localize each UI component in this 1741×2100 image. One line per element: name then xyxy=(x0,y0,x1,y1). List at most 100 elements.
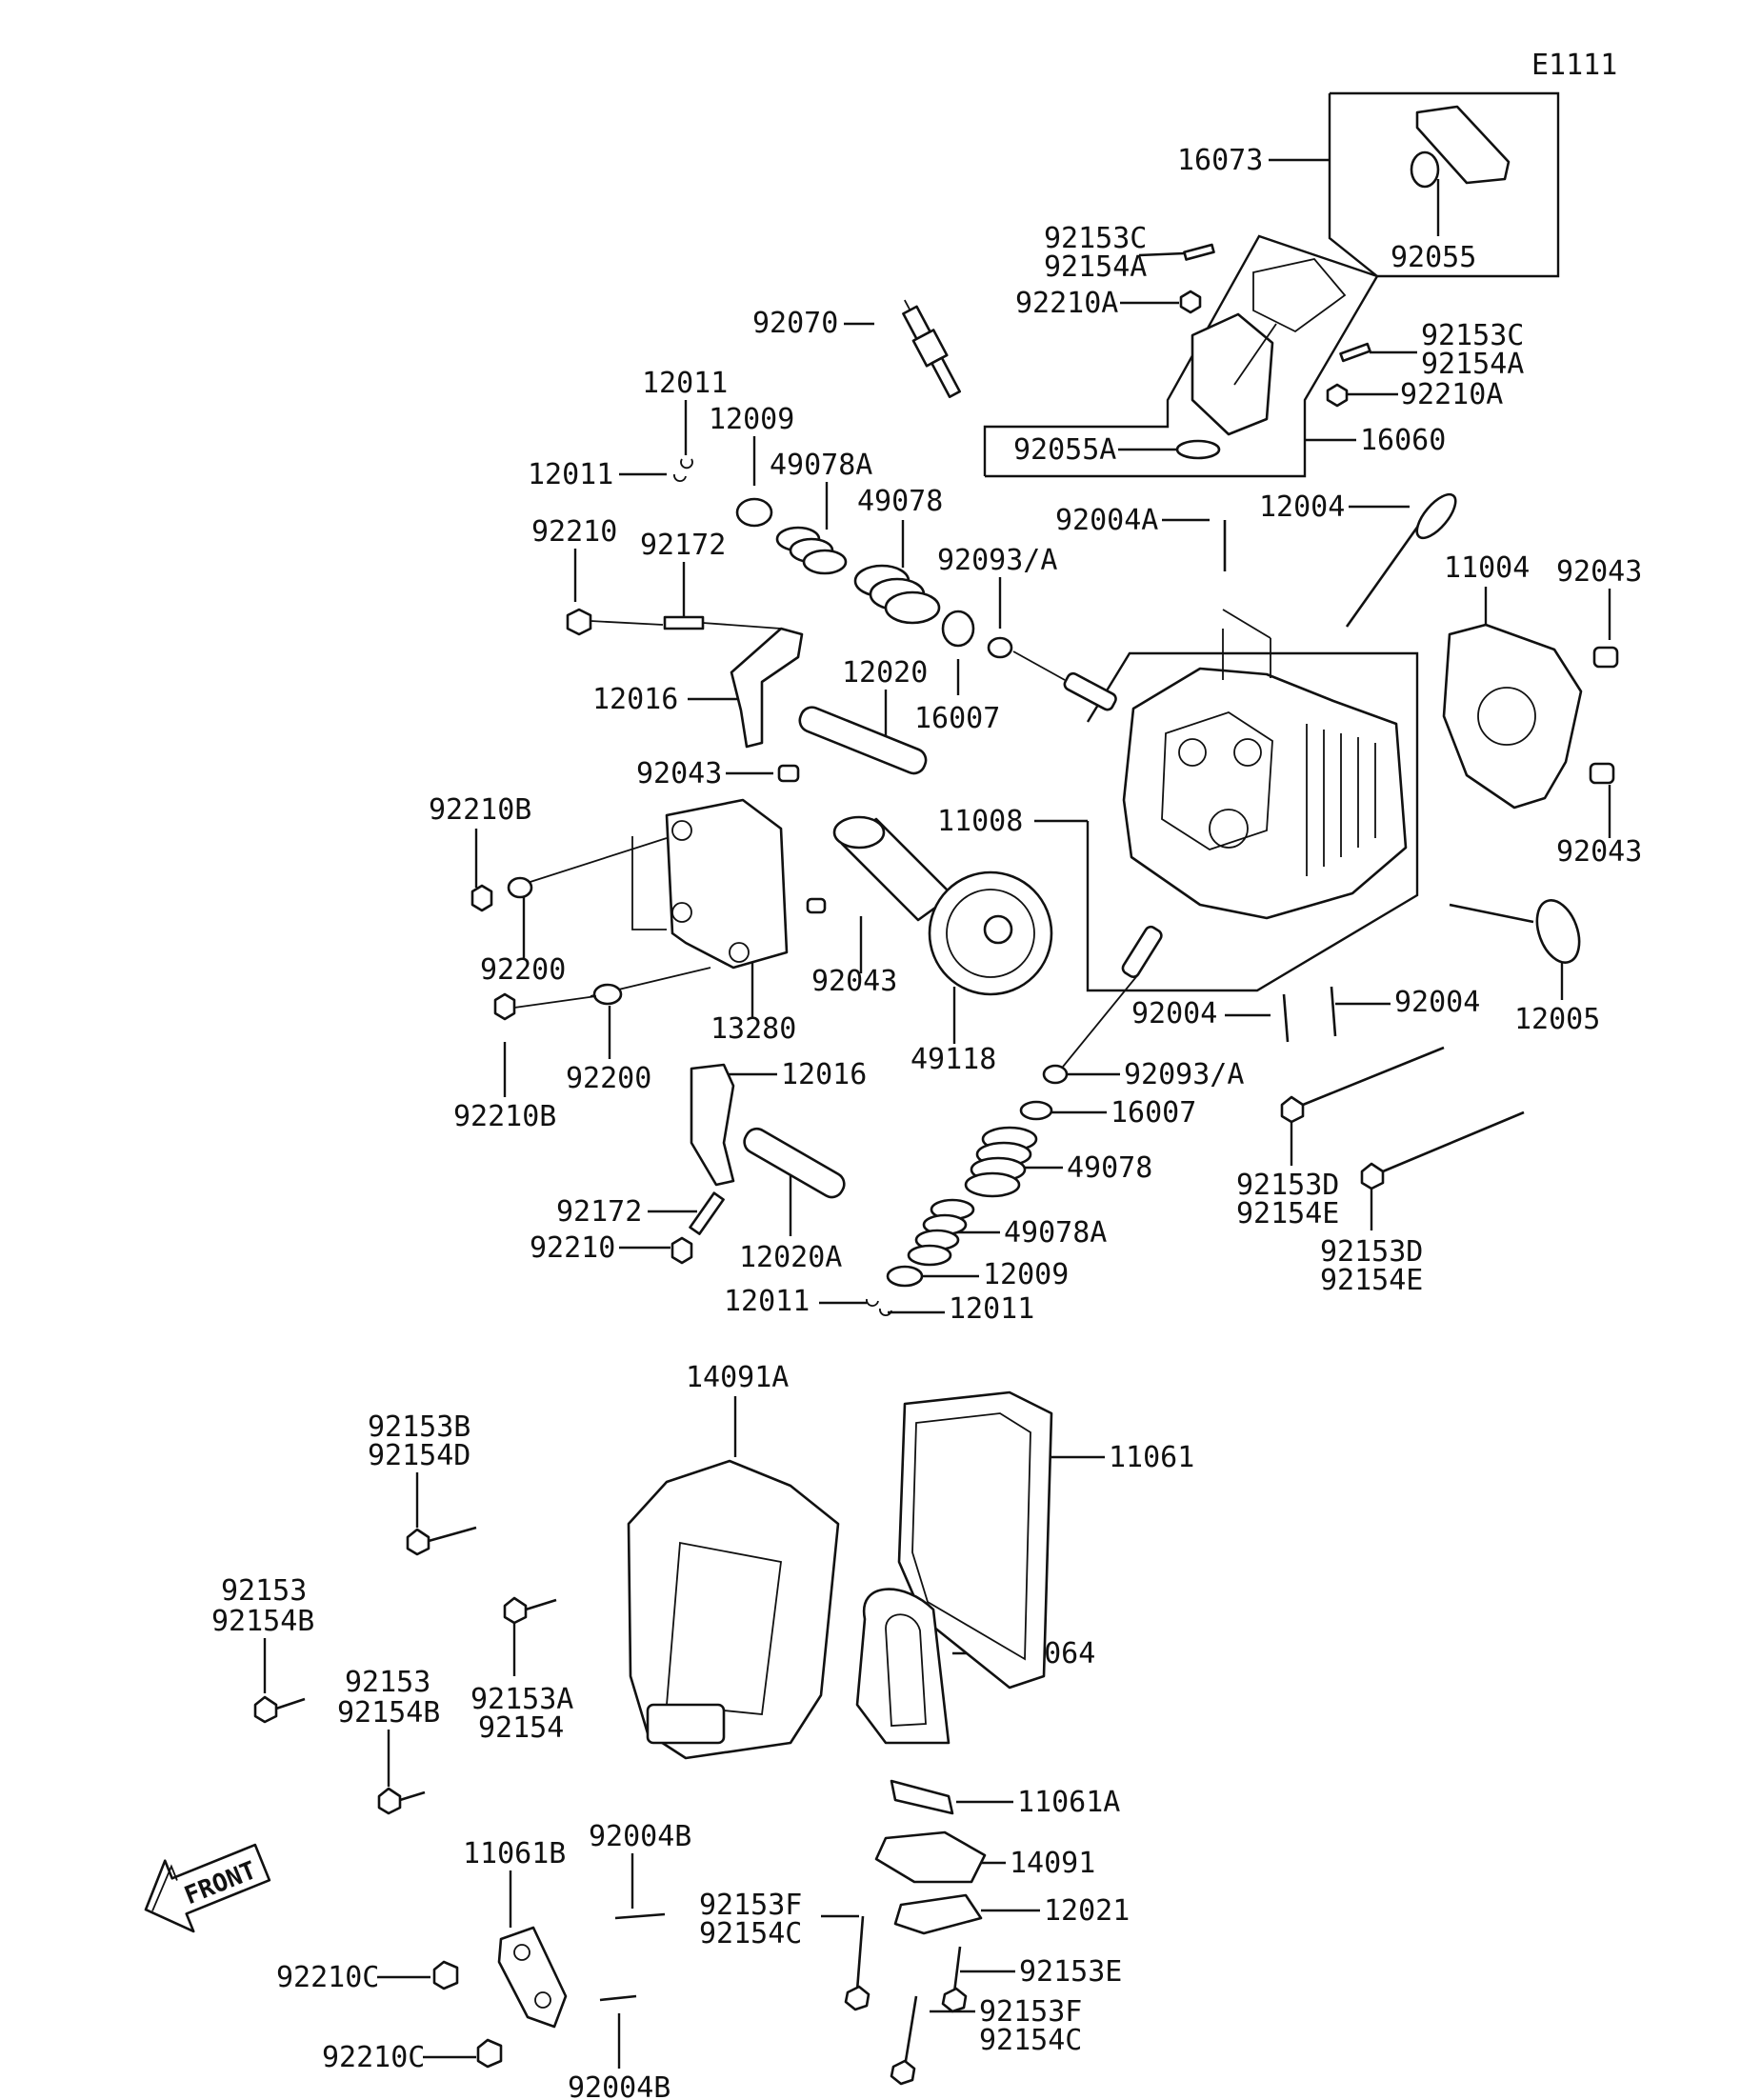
valve-12004[interactable] xyxy=(1345,489,1462,628)
callout-92172[interactable]: 92172 xyxy=(640,529,726,562)
plate-12021[interactable] xyxy=(893,1893,983,1935)
callout-92043[interactable]: 92043 xyxy=(1556,835,1642,869)
o-ring-92055[interactable] xyxy=(1410,150,1440,189)
valve-guide-lower[interactable] xyxy=(1121,925,1164,979)
callout-92153[interactable]: 92153 xyxy=(221,1574,307,1608)
bolt-92153B[interactable] xyxy=(406,1526,477,1556)
nut-92210-b[interactable] xyxy=(670,1236,693,1265)
callout-92153D[interactable]: 92153D xyxy=(1320,1235,1423,1269)
nut-92210B-a[interactable] xyxy=(470,884,493,912)
cover-14091A[interactable] xyxy=(627,1459,840,1760)
stud-92004B-b[interactable] xyxy=(599,1994,637,2002)
seat-16007-b[interactable] xyxy=(1019,1100,1053,1121)
callout-16073[interactable]: 16073 xyxy=(1177,144,1263,177)
callout-92055A[interactable]: 92055A xyxy=(1013,433,1116,467)
callout-11061[interactable]: 11061 xyxy=(1109,1441,1194,1474)
callout-92154B[interactable]: 92154B xyxy=(337,1696,440,1730)
callout-92153[interactable]: 92153 xyxy=(345,1666,430,1699)
nut-92210C-b[interactable] xyxy=(476,2038,503,2069)
callout-92154A[interactable]: 92154A xyxy=(1421,348,1524,381)
callout-92154D[interactable]: 92154D xyxy=(368,1439,470,1472)
callout-92210C[interactable]: 92210C xyxy=(322,2041,425,2074)
callout-12011[interactable]: 12011 xyxy=(642,367,728,400)
callout-12009[interactable]: 12009 xyxy=(983,1258,1069,1291)
pin-92043-b[interactable] xyxy=(777,764,800,783)
pin-92043-c[interactable] xyxy=(1589,762,1615,785)
callout-11004[interactable]: 11004 xyxy=(1444,551,1530,585)
o-ring-92055A[interactable] xyxy=(1175,439,1221,460)
callout-49078[interactable]: 49078 xyxy=(1067,1151,1152,1185)
callout-49078A[interactable]: 49078A xyxy=(1004,1216,1107,1250)
gasket-11061A[interactable] xyxy=(890,1779,954,1815)
collet-12011-d[interactable] xyxy=(879,1308,892,1316)
callout-92093A[interactable]: 92093/A xyxy=(1124,1058,1244,1091)
callout-92154C[interactable]: 92154C xyxy=(699,1917,802,1950)
spark-plug-92070[interactable] xyxy=(894,294,965,399)
tappet-screw-92172-a[interactable] xyxy=(663,615,782,630)
tappet-screw-92172-b[interactable] xyxy=(689,1191,725,1235)
stud-92004-b[interactable] xyxy=(1330,986,1337,1037)
pin-92043-d[interactable] xyxy=(806,897,827,914)
callout-12011[interactable]: 12011 xyxy=(949,1292,1034,1326)
nut-92210C-a[interactable] xyxy=(432,1960,459,1990)
callout-92154B[interactable]: 92154B xyxy=(211,1605,314,1638)
callout-92210C[interactable]: 92210C xyxy=(276,1961,379,1994)
callout-12020[interactable]: 12020 xyxy=(842,656,928,690)
callout-92210[interactable]: 92210 xyxy=(531,515,617,549)
pin-92043-a[interactable] xyxy=(1592,646,1619,669)
seat-16007-a[interactable] xyxy=(941,610,975,648)
callout-92153A[interactable]: 92153A xyxy=(470,1683,573,1716)
bolt-92153D-a[interactable] xyxy=(1280,1046,1445,1124)
callout-92153C[interactable]: 92153C xyxy=(1044,222,1147,255)
callout-92004A[interactable]: 92004A xyxy=(1055,504,1158,537)
nut-92210A-a[interactable] xyxy=(1179,290,1202,314)
bolt-92153E[interactable] xyxy=(941,1946,968,2013)
callout-92004[interactable]: 92004 xyxy=(1394,986,1480,1019)
callout-92154[interactable]: 92154 xyxy=(478,1711,564,1745)
stud-92004B-a[interactable] xyxy=(614,1912,666,1920)
gasket-11061[interactable] xyxy=(897,1390,1053,1690)
nut-92210B-b[interactable] xyxy=(493,992,516,1021)
nut-92210-a[interactable] xyxy=(566,608,592,636)
callout-12011[interactable]: 12011 xyxy=(528,458,613,491)
callout-92004[interactable]: 92004 xyxy=(1131,997,1217,1030)
callout-92153B[interactable]: 92153B xyxy=(368,1410,470,1444)
callout-92200[interactable]: 92200 xyxy=(566,1062,651,1095)
rocker-arm-12016-a[interactable] xyxy=(730,627,804,749)
callout-92154C[interactable]: 92154C xyxy=(979,2024,1082,2057)
cap-14091[interactable] xyxy=(874,1830,987,1884)
callout-92153E[interactable]: 92153E xyxy=(1019,1955,1122,1989)
retainer-12009-a[interactable] xyxy=(735,497,773,528)
callout-92070[interactable]: 92070 xyxy=(752,307,838,340)
valve-guide-upper[interactable] xyxy=(1063,671,1118,711)
callout-16007[interactable]: 16007 xyxy=(1111,1096,1196,1130)
rocker-shaft-12020[interactable] xyxy=(796,704,930,777)
callout-92055[interactable]: 92055 xyxy=(1391,241,1476,274)
callout-92004B[interactable]: 92004B xyxy=(568,2071,670,2100)
callout-12021[interactable]: 12021 xyxy=(1044,1894,1130,1928)
callout-11008[interactable]: 11008 xyxy=(937,805,1023,838)
callout-92153F[interactable]: 92153F xyxy=(699,1889,802,1922)
bolt-92153F-a[interactable] xyxy=(844,1915,870,2011)
holder-13280[interactable] xyxy=(665,798,789,970)
seal-92093A-b[interactable] xyxy=(1042,1064,1069,1085)
callout-92093A[interactable]: 92093/A xyxy=(937,544,1057,577)
bolt-92153C-a[interactable] xyxy=(1183,243,1215,261)
washer-92200-b[interactable] xyxy=(592,983,623,1006)
callout-12005[interactable]: 12005 xyxy=(1514,1003,1600,1036)
retainer-12009-b[interactable] xyxy=(886,1265,924,1288)
collet-12011-b[interactable] xyxy=(673,473,687,482)
callout-14091A[interactable]: 14091A xyxy=(686,1361,789,1394)
callout-92043[interactable]: 92043 xyxy=(636,757,722,790)
callout-16007[interactable]: 16007 xyxy=(914,702,1000,735)
callout-92043[interactable]: 92043 xyxy=(811,965,897,998)
rocker-shaft-12020A[interactable] xyxy=(740,1125,848,1202)
callout-92153C[interactable]: 92153C xyxy=(1421,319,1524,352)
callout-92153F[interactable]: 92153F xyxy=(979,1995,1082,2029)
callout-92172[interactable]: 92172 xyxy=(556,1195,642,1229)
bolt-92153-b[interactable] xyxy=(377,1787,426,1815)
nut-92210A-b[interactable] xyxy=(1326,383,1349,408)
stud-92004-a[interactable] xyxy=(1282,993,1290,1043)
callout-92210A[interactable]: 92210A xyxy=(1400,378,1503,411)
spring-49078A-b[interactable] xyxy=(907,1198,975,1267)
